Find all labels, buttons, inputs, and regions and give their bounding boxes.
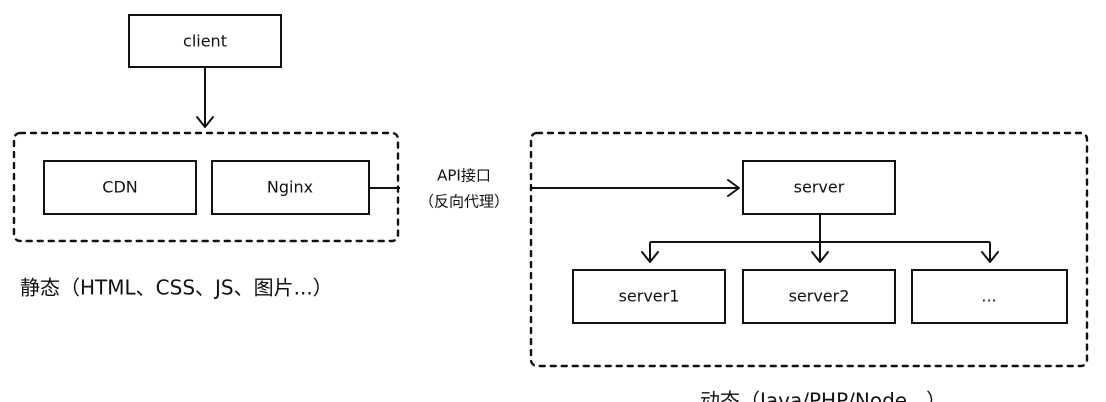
node-server-label: server [794, 178, 845, 197]
caption-static: 静态（HTML、CSS、JS、图片...） [20, 276, 333, 300]
node-server1: server1 [572, 269, 726, 324]
edge-label-api: API接口 [437, 167, 491, 185]
dynamic-group [529, 131, 1089, 368]
edge-label-reverse-proxy: （反向代理） [419, 193, 509, 211]
edge-api-to-server [531, 179, 740, 197]
node-client: client [128, 14, 282, 68]
node-nginx-label: Nginx [267, 178, 313, 197]
node-cdn: CDN [43, 160, 197, 215]
caption-dynamic: 动态（Java/PHP/Node...） [700, 389, 946, 402]
node-server1-label: server1 [619, 287, 680, 306]
node-nginx: Nginx [211, 160, 370, 215]
edge-client-to-static [196, 67, 214, 128]
node-more: ... [911, 269, 1068, 324]
node-server2: server2 [742, 269, 896, 324]
node-server: server [742, 160, 896, 215]
node-server2-label: server2 [789, 287, 850, 306]
node-more-label: ... [981, 287, 996, 306]
node-cdn-label: CDN [102, 178, 137, 197]
edge-server-fanout [641, 214, 999, 263]
node-client-label: client [183, 32, 227, 51]
